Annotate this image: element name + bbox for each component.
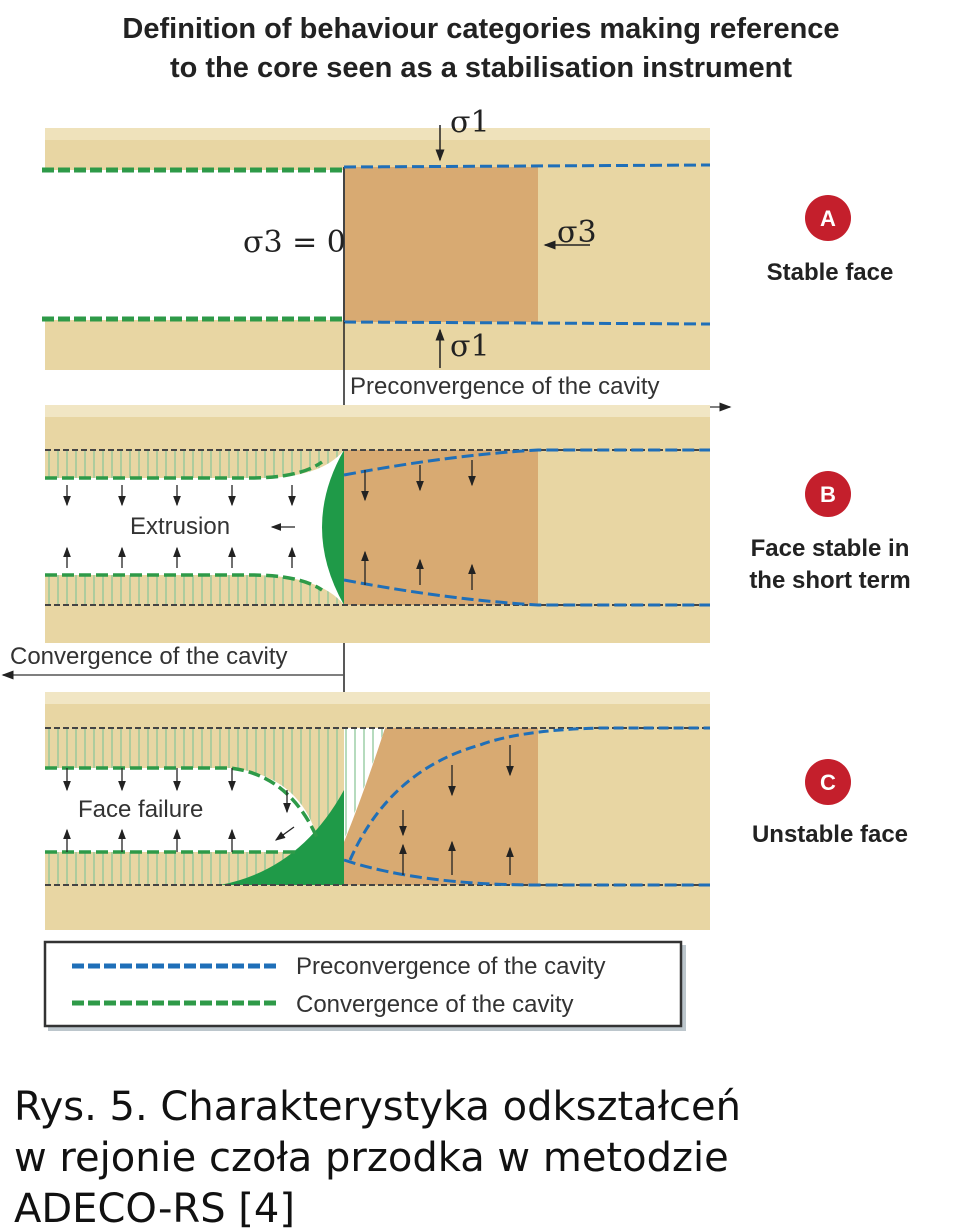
badge-c-letter: C [820, 770, 836, 795]
caption-line-3: ADECO-RS [4] [14, 1186, 295, 1229]
title-line-1: Definition of behaviour categories makin… [122, 13, 839, 45]
caption-line-2: w rejonie czoła przodka w metodzie [14, 1135, 729, 1181]
sigma1-bottom-label: σ1 [450, 329, 490, 364]
panel-b-label-line-2: the short term [749, 567, 910, 594]
legend-convergence-label: Convergence of the cavity [296, 991, 574, 1018]
panel-c: Face failure [45, 692, 710, 930]
sigma1-top-label: σ1 [450, 105, 490, 140]
face-failure-label: Face failure [78, 796, 203, 823]
convergence-arrow-label: Convergence of the cavity [10, 643, 288, 670]
panel-b: Extrusion [45, 405, 710, 643]
legend: Preconvergence of the cavity Convergence… [43, 940, 686, 1031]
panel-a: σ1 σ1 σ3 = 0 σ3 [42, 105, 711, 370]
extrusion-label: Extrusion [130, 513, 230, 540]
preconvergence-arrow-label: Preconvergence of the cavity [350, 373, 660, 400]
panel-b-label-line-1: Face stable in [751, 535, 910, 562]
legend-preconvergence-label: Preconvergence of the cavity [296, 953, 606, 980]
sigma3-label: σ3 [557, 215, 597, 250]
badge-a [805, 195, 851, 241]
badge-b-letter: B [820, 482, 836, 507]
panel-a-label: Stable face [767, 259, 894, 286]
panel-c-label: Unstable face [752, 821, 908, 848]
badge-b [805, 471, 851, 517]
badge-c [805, 759, 851, 805]
title-line-2: to the core seen as a stabilisation inst… [170, 52, 792, 84]
caption-line-1: Rys. 5. Charakterystyka odkształceń [14, 1084, 741, 1130]
sigma3-zero-label: σ3 = 0 [243, 225, 346, 260]
badge-a-letter: A [820, 206, 836, 231]
